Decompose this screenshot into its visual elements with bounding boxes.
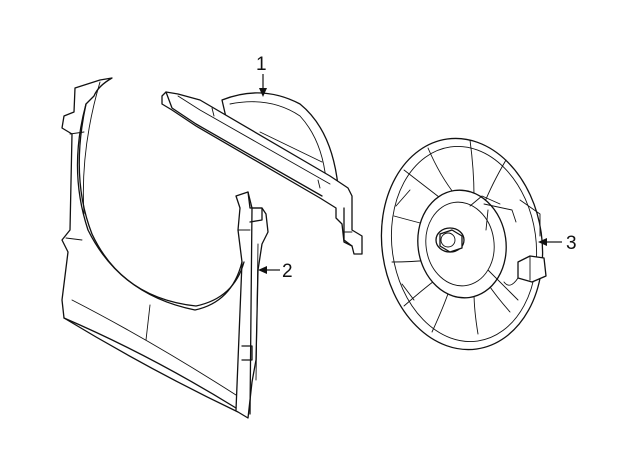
arrowhead-1 [259,88,267,97]
callout-2: 2 [258,261,293,282]
fan-shroud-part-2 [61,77,269,419]
callout-label-1: 1 [256,54,267,75]
arrowhead-3 [538,238,547,246]
callout-label-3: 3 [566,233,577,254]
callout-label-2: 2 [282,261,293,282]
arrowhead-2 [258,266,267,274]
callout-1: 1 [256,54,267,97]
fan-assembly-part-3 [380,137,547,351]
callout-3: 3 [538,233,577,254]
upper-shroud-part-1 [161,91,363,255]
